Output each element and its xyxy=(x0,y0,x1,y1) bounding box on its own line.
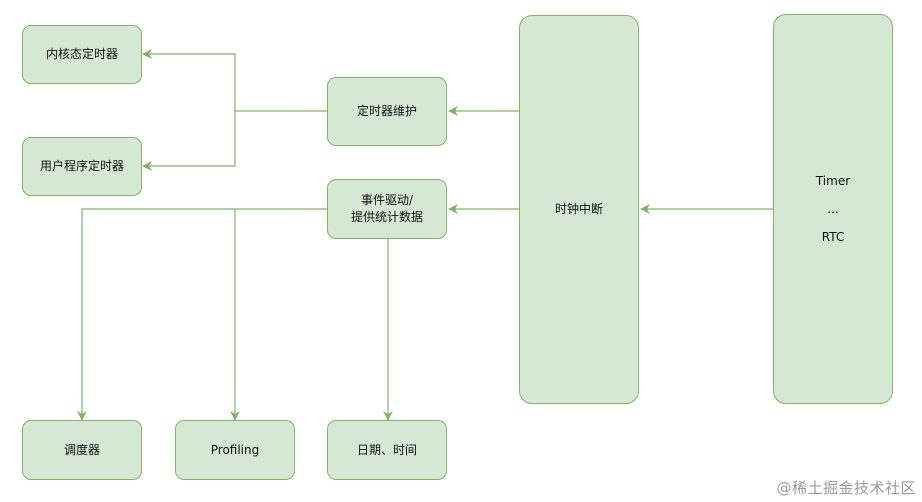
date-time-node: 日期、时间 xyxy=(327,420,447,480)
source-timer-label: Timer xyxy=(815,174,851,188)
interrupt-source-node: Timer ... RTC xyxy=(773,14,893,404)
source-rtc-label: RTC xyxy=(821,230,845,244)
timer-maintain-node: 定时器维护 xyxy=(327,77,447,146)
event-driver-label-line2: 提供统计数据 xyxy=(350,210,423,224)
edge-timer-maintain-to-kernel-timer xyxy=(143,54,327,112)
scheduler-node: 调度器 xyxy=(22,420,142,480)
profiling-label: Profiling xyxy=(210,442,260,457)
kernel-timer-label: 内核态定时器 xyxy=(45,47,118,61)
watermark: @稀土掘金技术社区 xyxy=(776,479,916,497)
timer-maintain-label: 定时器维护 xyxy=(356,104,417,118)
scheduler-label: 调度器 xyxy=(63,442,100,457)
event-driver-label-line1: 事件驱动/ xyxy=(360,193,414,207)
event-driver-node: 事件驱动/ 提供统计数据 xyxy=(327,179,447,239)
edge-event-driver-to-scheduler xyxy=(82,208,327,420)
profiling-node: Profiling xyxy=(175,420,295,480)
user-timer-label: 用户程序定时器 xyxy=(39,159,124,173)
clock-interrupt-node: 时钟中断 xyxy=(519,15,639,404)
user-timer-node: 用户程序定时器 xyxy=(22,137,142,196)
kernel-timer-node: 内核态定时器 xyxy=(22,25,142,84)
edge-timer-maintain-to-user-timer xyxy=(143,111,236,166)
date-time-label: 日期、时间 xyxy=(356,442,417,457)
source-ellipsis-label: ... xyxy=(827,202,839,216)
clock-interrupt-label: 时钟中断 xyxy=(554,202,603,216)
